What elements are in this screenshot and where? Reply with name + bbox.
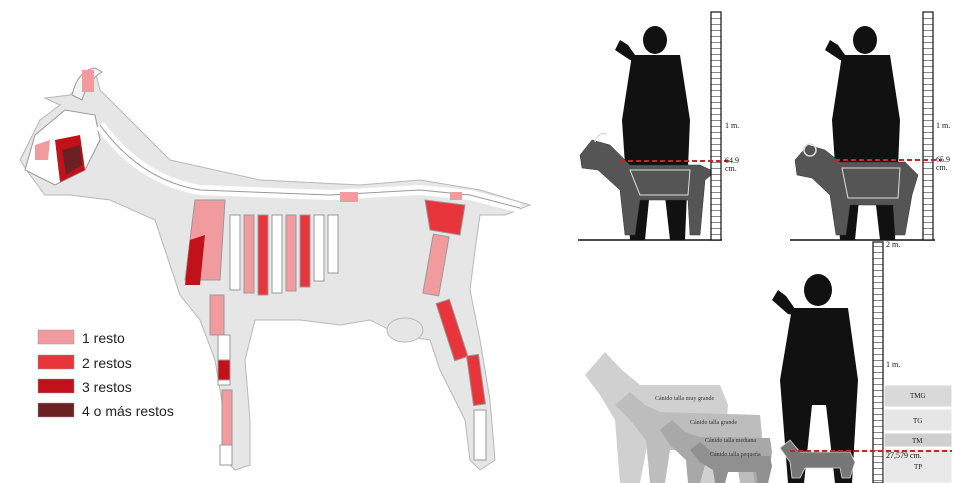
human-arm [615, 40, 640, 62]
rib [328, 215, 338, 273]
dog-label-small: Cánido talla pequeña [710, 452, 761, 458]
measuring-ruler [711, 12, 721, 240]
measuring-ruler [923, 12, 933, 240]
rib [244, 215, 254, 293]
legend-item: 3 restos [38, 379, 132, 395]
goat-pelvis [425, 200, 465, 235]
legend-swatch [38, 330, 74, 344]
legend-swatch [38, 355, 74, 369]
humerus [210, 295, 224, 335]
rib [230, 215, 240, 290]
dog-label-very-large: Cánido talla muy grande [655, 396, 714, 402]
scale-mid-label: 1 m. [886, 360, 900, 369]
legend-item: 1 resto [38, 330, 125, 346]
dog-label-large: Cánido talla grande [690, 420, 737, 426]
rib [286, 215, 296, 291]
class-label-tm: TM [912, 437, 923, 445]
panel-goat-scale: 1 m. 64.9 cm. [578, 12, 739, 240]
height-value: 27,579 cm. [886, 451, 922, 460]
human-arm [825, 40, 850, 62]
human-head [853, 26, 877, 54]
vertebra-highlight-2 [450, 192, 462, 200]
height-unit: cm. [936, 163, 948, 172]
human-head [643, 26, 667, 54]
dog-label-medium: Cánido talla mediana [705, 438, 756, 444]
size-class-table: TMG TG TM TP [884, 385, 952, 483]
measuring-ruler [873, 242, 883, 483]
goat-horn-small [595, 134, 607, 142]
panel-dog-scale: Cánido talla muy grande Cánido talla gra… [585, 240, 952, 483]
human-head [804, 274, 832, 306]
scale-label: 1 m. [936, 121, 950, 130]
legend-item: 2 restos [38, 355, 132, 371]
legend-item: 4 o más restos [38, 403, 174, 419]
rib [272, 215, 282, 293]
horn-highlight [82, 70, 94, 92]
hind-phalanges [474, 410, 486, 460]
rib [300, 215, 310, 287]
class-label-tg: TG [913, 417, 922, 425]
height-unit: cm. [725, 164, 737, 173]
legend-label: 4 o más restos [82, 403, 174, 419]
goat-udder [387, 318, 423, 342]
class-label-tmg: TMG [910, 392, 926, 400]
vertebra-highlight [340, 192, 358, 202]
human-arm [772, 290, 800, 316]
phalanges [220, 445, 232, 465]
scale-top-label: 2 m. [886, 240, 900, 249]
legend: 1 resto 2 restos 3 restos 4 o más restos [38, 330, 174, 419]
legend-label: 2 restos [82, 355, 132, 371]
legend-swatch [38, 403, 74, 417]
legend-swatch [38, 379, 74, 393]
class-label-tp: TP [914, 463, 922, 471]
rib [314, 215, 324, 281]
radius-highlight [218, 360, 230, 380]
scale-label: 1 m. [725, 121, 739, 130]
legend-label: 3 restos [82, 379, 132, 395]
dog-silhouettes [585, 352, 772, 483]
metacarpal [222, 390, 232, 445]
panel-sheep-scale: 1 m. 65.9 cm. [790, 12, 950, 240]
goat-anatomy-diagram: 1 resto 2 restos 3 restos 4 o más restos [20, 68, 530, 470]
rib [258, 215, 268, 295]
legend-label: 1 resto [82, 330, 125, 346]
